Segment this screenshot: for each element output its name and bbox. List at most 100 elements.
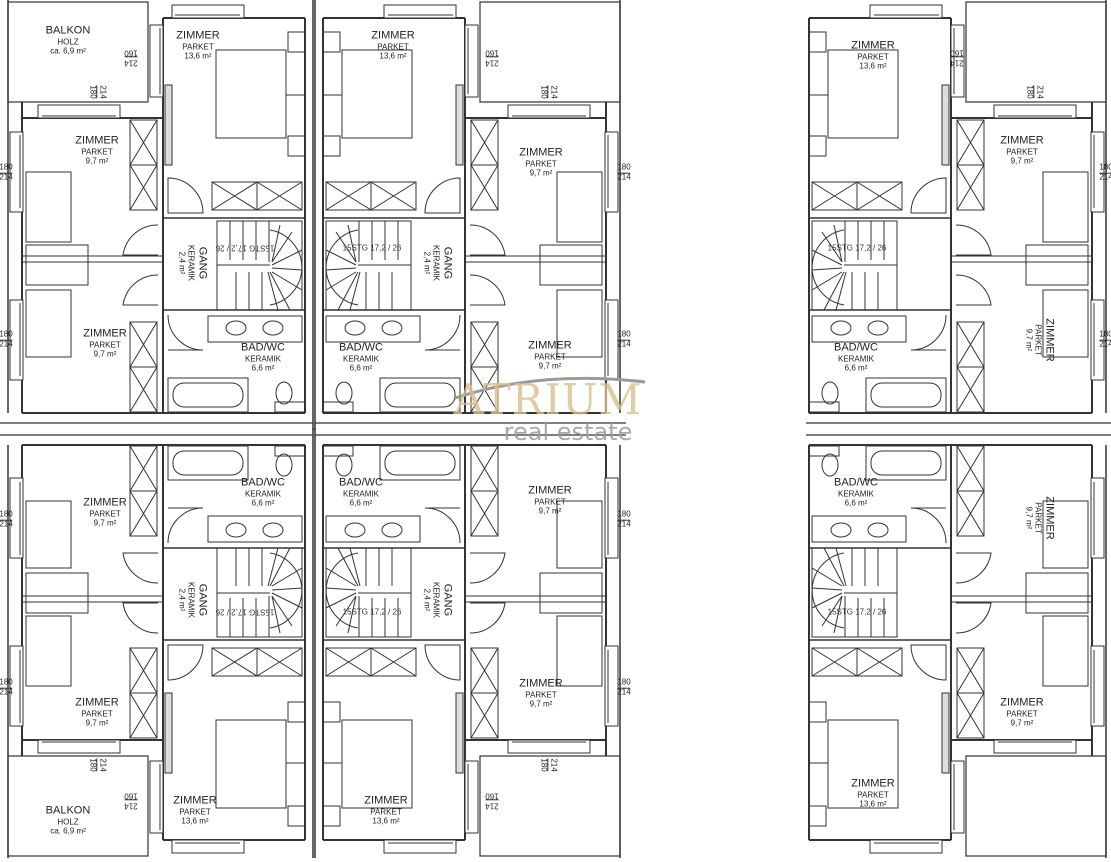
room-name: BAD/WC [339, 341, 383, 354]
room-name: ZIMMER [83, 496, 127, 509]
room-name: ZIMMER [173, 794, 217, 807]
room-area: 9,7 m² [529, 699, 553, 709]
room-area: 6,6 m² [349, 498, 373, 508]
stair-label: 15STG 17,2 / 26 [215, 607, 275, 617]
room-floor: PARKET [1006, 709, 1038, 719]
room-area: ca. 6,9 m² [50, 826, 86, 836]
room-area: 9,7 m² [529, 168, 553, 178]
dimension-value: 160 [950, 47, 964, 58]
dimension-value: 214 [617, 339, 631, 349]
room-floor: PARKET [534, 497, 566, 507]
room-area: 13,6 m² [859, 799, 887, 809]
dimension-height: 180 [1099, 329, 1111, 339]
room-floor: PARKET [1006, 147, 1038, 157]
room-floor: KERAMIK [837, 354, 874, 364]
room-floor: PARKET [1033, 324, 1043, 356]
stair-label: 15STG 17,2 / 26 [342, 243, 402, 253]
room-floor: PARKET [377, 42, 409, 52]
room-area: ca. 6,9 m² [50, 46, 86, 56]
room-name: GANG [196, 583, 209, 617]
room-area: 13,6 m² [184, 51, 212, 61]
room-area: 13,6 m² [379, 51, 407, 61]
dimension-height: 214 [950, 58, 964, 68]
room-floor: PARKET [179, 807, 211, 817]
room-area: 13,6 m² [181, 816, 209, 826]
room-name: ZIMMER [371, 29, 415, 42]
room-area: 6,6 m² [251, 363, 275, 373]
room-floor: PARKET [525, 690, 557, 700]
room-floor: KERAMIK [837, 489, 874, 499]
dimension-value: 180 [538, 758, 549, 772]
room-area: 6,6 m² [844, 363, 868, 373]
dimension-height: 214 [98, 85, 108, 99]
room-floor: KERAMIK [342, 489, 379, 499]
room-area: 6,6 m² [251, 498, 275, 508]
room-name: ZIMMER [364, 794, 408, 807]
room-area: 9,7 m² [93, 349, 117, 359]
room-floor: KERAMIK [431, 244, 441, 282]
room-name: ZIMMER [75, 134, 119, 147]
room-area: 9,7 m² [93, 518, 117, 528]
room-name: ZIMMER [1043, 318, 1056, 362]
gap [626, 0, 806, 862]
room-area: 2,4 m² [177, 588, 187, 612]
room-area: 2,4 m² [422, 588, 432, 612]
room-floor: PARKET [81, 147, 113, 157]
atrium-logo: ATRIUM real estate [448, 375, 648, 446]
room-area: 9,7 m² [85, 156, 109, 166]
room-name: BALKON [45, 24, 91, 37]
room-floor: PARKET [89, 509, 121, 519]
room-name: ZIMMER [176, 29, 220, 42]
room-floor: KERAMIK [244, 489, 281, 499]
room-floor: HOLZ [57, 817, 79, 827]
dimension-height: 214 [549, 85, 559, 99]
room-name: ZIMMER [1043, 496, 1056, 540]
dimension-height: 180 [0, 677, 13, 687]
stair-label: 15STG 17,2 / 26 [215, 243, 275, 253]
dimension-height: 214 [549, 758, 559, 772]
room-floor: PARKET [81, 709, 113, 719]
room-name: ZIMMER [83, 327, 127, 340]
room-name: ZIMMER [528, 339, 572, 352]
room-floor: PARKET [182, 42, 214, 52]
room-floor: PARKET [857, 52, 889, 62]
dimension-value: 160 [124, 47, 138, 58]
dimension-value: 160 [485, 47, 499, 58]
room-area: 13,6 m² [859, 61, 887, 71]
dimension-height: 214 [485, 801, 499, 811]
dimension-value: 214 [1099, 172, 1111, 182]
